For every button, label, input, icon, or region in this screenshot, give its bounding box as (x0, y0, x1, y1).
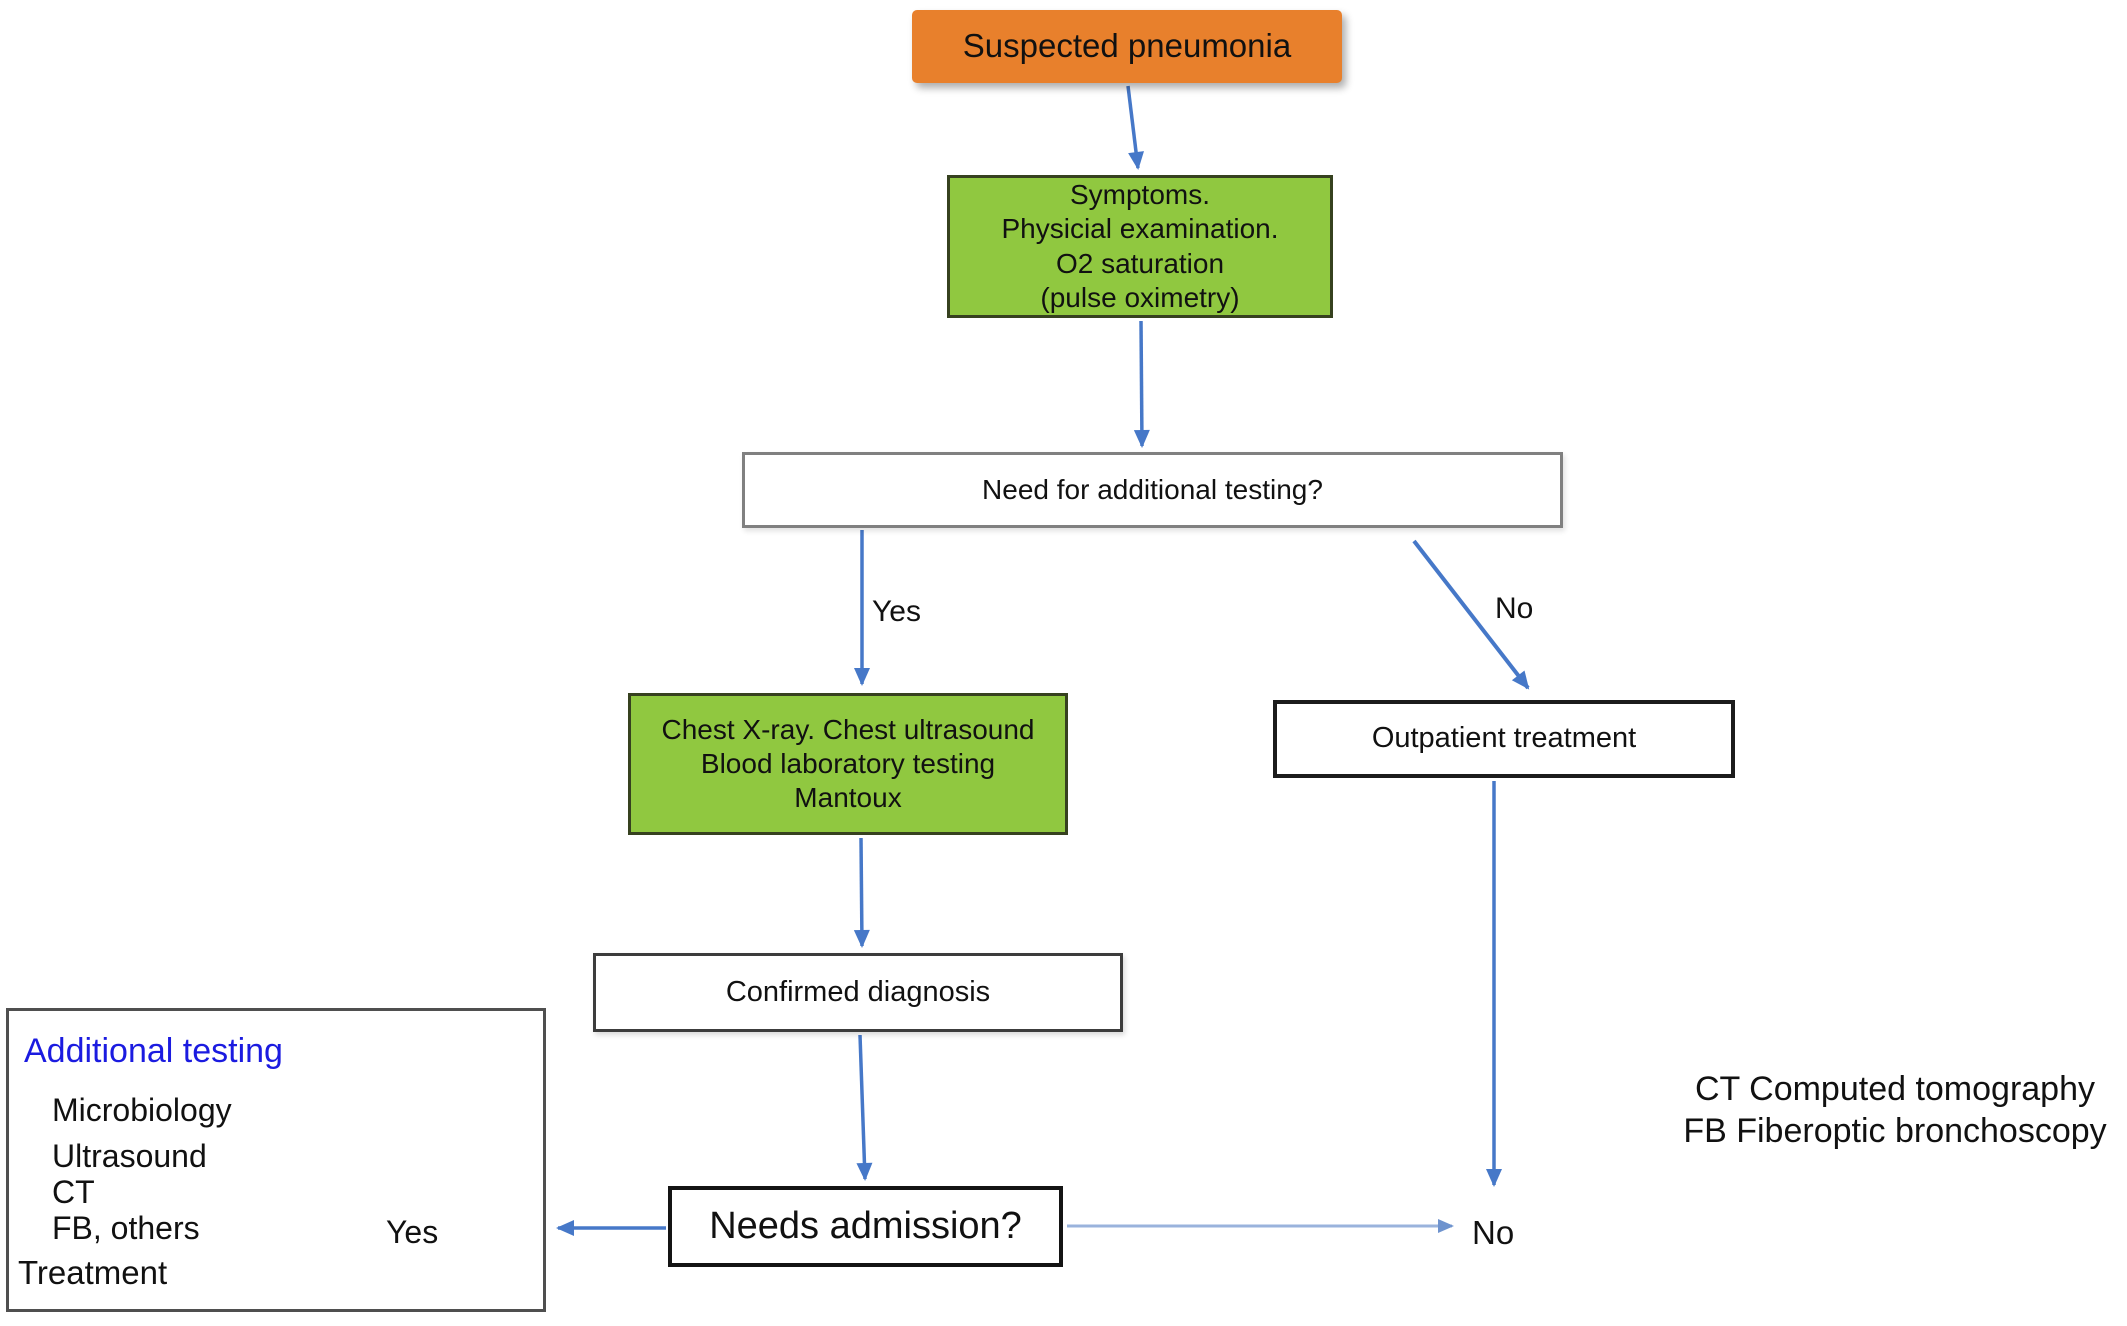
branch-label-no-admission: No (1472, 1214, 1515, 1251)
node-line: Blood laboratory testing (700, 747, 996, 779)
additional-item-microbiology: Microbiology (52, 1092, 232, 1128)
node-outpatient-treatment: Outpatient treatment (1273, 700, 1735, 778)
node-confirmed-diagnosis: Confirmed diagnosis (593, 953, 1123, 1032)
legend-abbreviations: CT Computed tomography FB Fiberoptic bro… (1665, 1068, 2125, 1152)
arrow-suspected-to-symptoms (1126, 85, 1145, 170)
additional-item-ultrasound: Ultrasound (52, 1138, 207, 1174)
node-line: O2 saturation (1055, 247, 1225, 279)
additional-treatment-label: Treatment (18, 1254, 168, 1291)
node-needs-admission: Needs admission? (668, 1186, 1063, 1267)
arrow-symptoms-to-need-testing (1133, 320, 1150, 448)
node-label: Needs admission? (709, 1205, 1022, 1248)
additional-testing-panel (6, 1008, 546, 1312)
node-imaging-lab-tests: Chest X-ray. Chest ultrasound Blood labo… (628, 693, 1068, 835)
node-label: Outpatient treatment (1371, 722, 1637, 755)
branch-label-yes-testing: Yes (872, 595, 921, 628)
node-line: Mantoux (794, 782, 902, 814)
node-line: Physicial examination. (1001, 213, 1279, 245)
additional-testing-title: Additional testing (24, 1032, 283, 1070)
node-suspected-pneumonia: Suspected pneumonia (912, 10, 1342, 83)
arrow-confirmed-to-admission (856, 1034, 873, 1181)
arrow-tests-to-confirmed (853, 837, 870, 948)
node-label: Need for additional testing? (982, 473, 1323, 505)
legend-line-fb: FB Fiberoptic bronchoscopy (1683, 1112, 2107, 1150)
branch-label-yes-admission: Yes (386, 1214, 439, 1250)
node-line: Chest X-ray. Chest ultrasound (661, 713, 1035, 745)
branch-label-no-testing: No (1495, 592, 1534, 625)
node-need-additional-testing: Need for additional testing? (742, 452, 1563, 528)
additional-item-ct: CT (52, 1174, 95, 1210)
node-label: Suspected pneumonia (962, 27, 1292, 65)
node-label: Confirmed diagnosis (725, 975, 991, 1008)
legend-line-ct: CT Computed tomography (1694, 1070, 2095, 1108)
additional-item-fb-others: FB, others (52, 1210, 200, 1246)
node-line: Symptoms. (1069, 179, 1211, 211)
node-line: (pulse oximetry) (1040, 281, 1240, 313)
node-symptoms-examination: Symptoms. Physicial examination. O2 satu… (947, 175, 1333, 318)
